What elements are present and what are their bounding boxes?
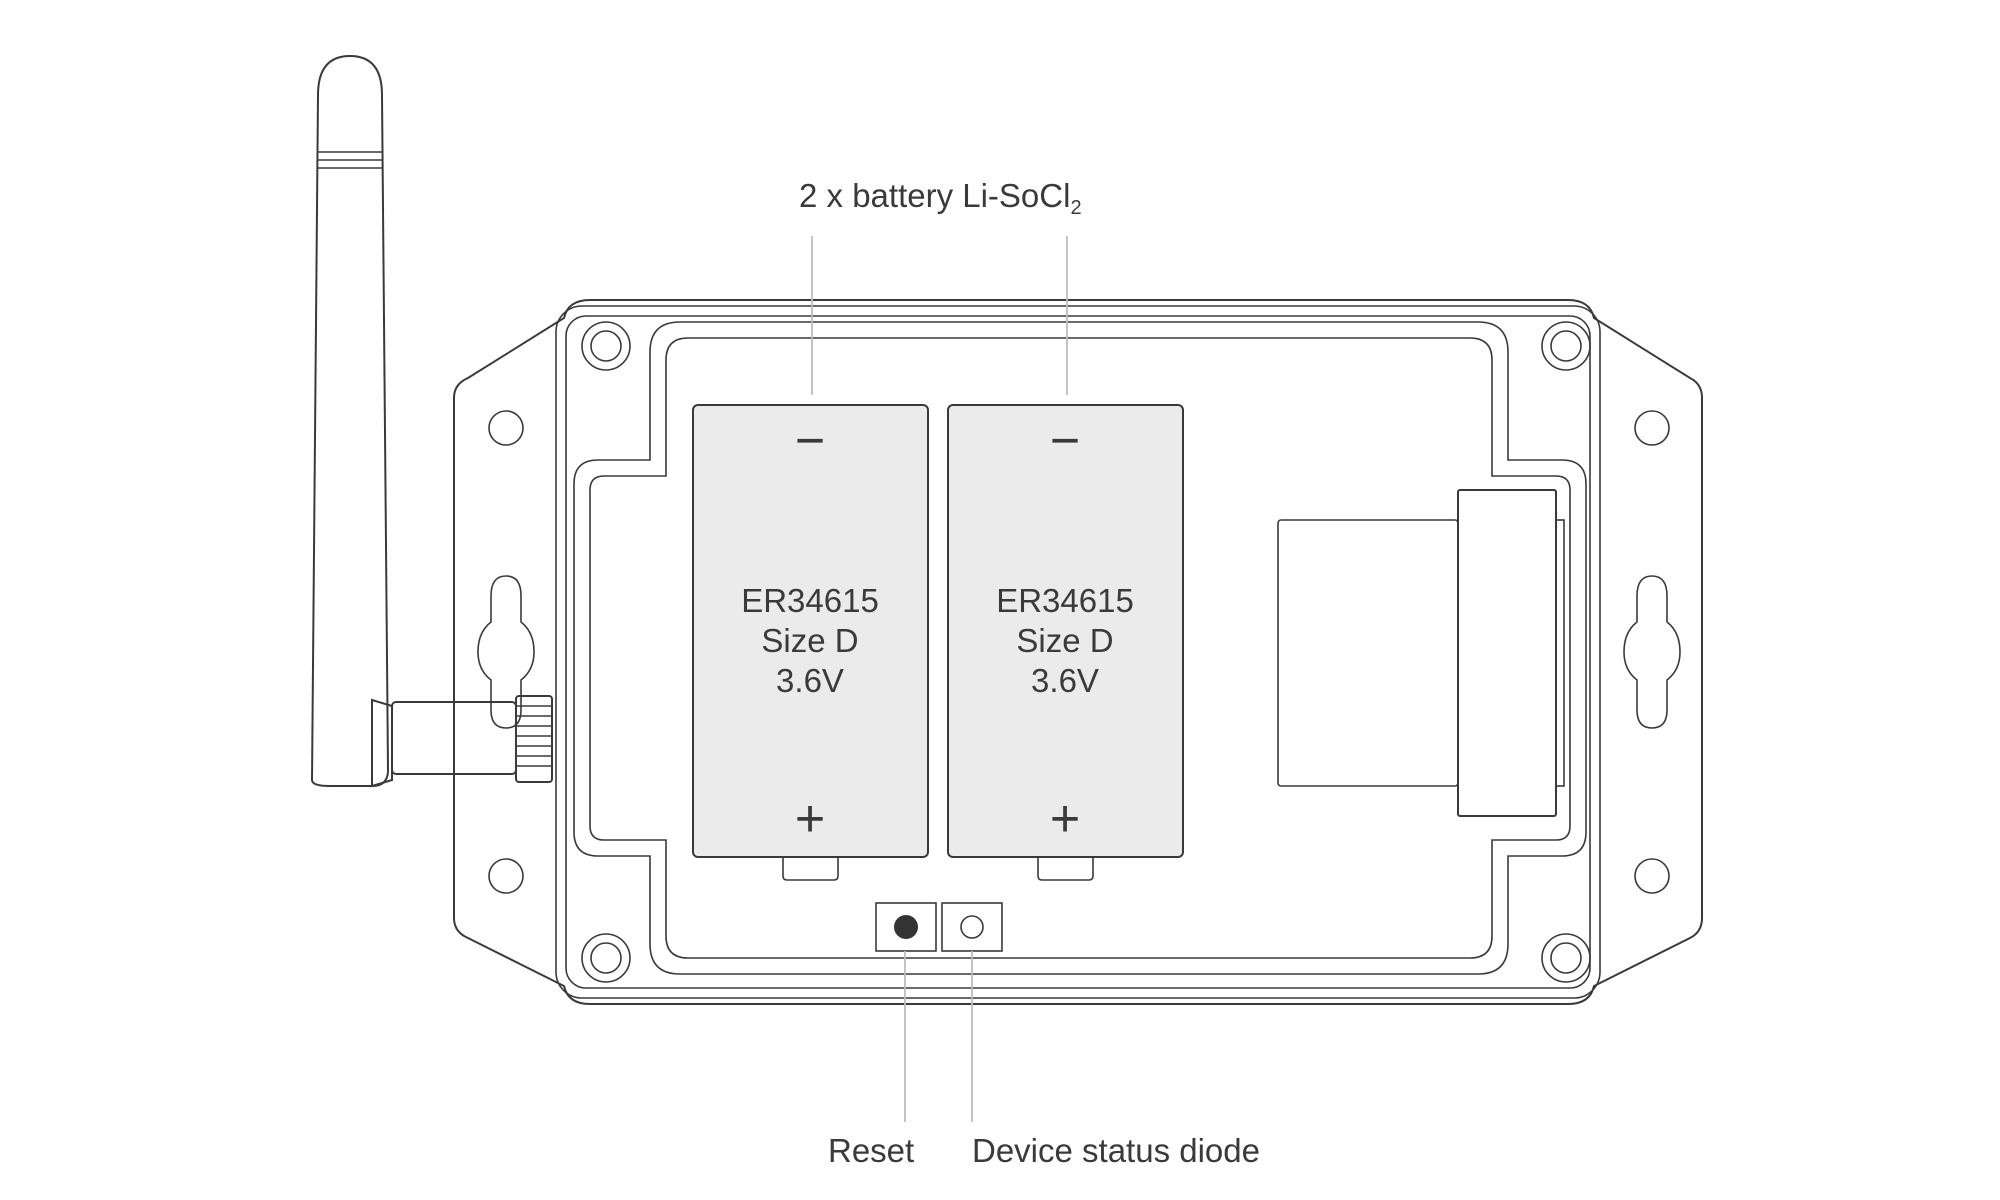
battery-1-plus: + <box>795 790 825 848</box>
reset-button <box>875 902 937 952</box>
battery-1-model: ER34615 <box>741 582 879 619</box>
battery-2-model: ER34615 <box>996 582 1134 619</box>
corner-screws <box>581 321 1591 983</box>
enclosure <box>453 299 1703 1005</box>
battery-title-subscript: 2 <box>1070 197 1081 219</box>
mounting-holes <box>477 410 1681 894</box>
side-module <box>1277 489 1565 817</box>
status-diode <box>941 902 1003 952</box>
battery-2-minus: − <box>1050 412 1080 470</box>
reset-label: Reset <box>828 1132 914 1169</box>
battery-2-size: Size D <box>1016 622 1113 659</box>
battery-title: 2 x battery Li-SoCl2 <box>799 177 1082 219</box>
battery-2-plus: + <box>1050 790 1080 848</box>
leader-lines <box>811 236 1068 1122</box>
antenna-connector <box>391 695 553 783</box>
battery-title-text: 2 x battery Li-SoCl <box>799 177 1070 214</box>
battery-1-minus: − <box>795 412 825 470</box>
battery-2-voltage: 3.6V <box>1031 662 1099 699</box>
battery-1: − + ER34615 Size D 3.6V <box>692 404 929 881</box>
diode-label: Device status diode <box>972 1132 1260 1169</box>
reset-button-icon <box>894 915 918 939</box>
battery-1-size: Size D <box>761 622 858 659</box>
antenna <box>310 54 393 788</box>
status-diode-icon <box>960 915 984 939</box>
battery-1-voltage: 3.6V <box>776 662 844 699</box>
battery-2: − + ER34615 Size D 3.6V <box>947 404 1184 881</box>
